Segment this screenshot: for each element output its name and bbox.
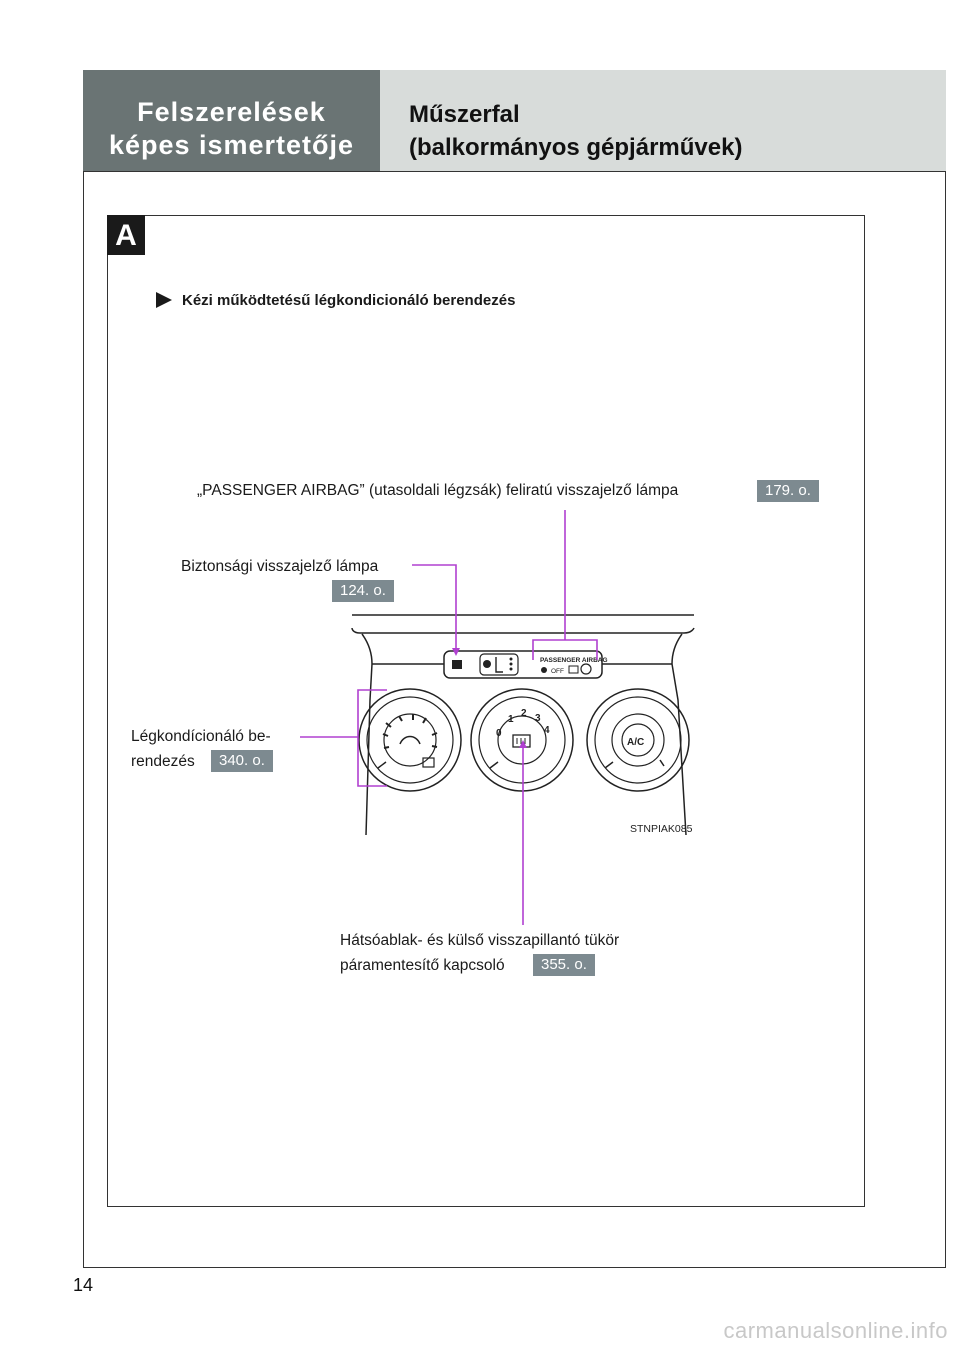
temperature-mode-knob <box>358 688 462 792</box>
airbag-indicator-icon <box>541 667 547 673</box>
panel-badge: A <box>107 215 145 255</box>
aircon-callout-line2: rendezés <box>131 753 195 770</box>
section-header: Felszerelések képes ismertetője <box>83 70 380 171</box>
security-page-ref[interactable]: 124. o. <box>332 580 394 602</box>
page-number: 14 <box>73 1275 94 1295</box>
ac-knob <box>586 688 690 792</box>
fan-speed-knob <box>470 688 574 792</box>
illustration-panel <box>107 215 865 1207</box>
fan-speed-2: 2 <box>521 708 527 719</box>
watermark: carmanualsonline.info <box>723 1318 948 1343</box>
diagram-code: STNPIAK085 <box>630 823 693 835</box>
aircon-callout-line1: Légkondícionáló be- <box>131 728 271 745</box>
defogger-callout-line2: páramentesítő kapcsoló <box>340 957 505 974</box>
fan-speed-0: 0 <box>496 728 502 739</box>
airbag-off-label: OFF <box>551 668 564 675</box>
triangle-bullet-icon <box>156 292 172 308</box>
airbag-page-ref[interactable]: 179. o. <box>757 480 819 502</box>
section-title-line1: Felszerelések <box>137 97 326 127</box>
page-title-line1: Műszerfal <box>409 101 520 128</box>
panel-subtitle: Kézi működtetésű légkondicionáló berende… <box>182 292 516 309</box>
security-indicator-icon <box>452 660 462 669</box>
page-title: Műszerfal (balkormányos gépjárművek) <box>380 70 946 171</box>
fan-speed-1: 1 <box>508 714 514 725</box>
defogger-page-ref[interactable]: 355. o. <box>533 954 595 976</box>
aircon-page-ref[interactable]: 340. o. <box>211 750 273 772</box>
fan-speed-4: 4 <box>544 725 550 736</box>
header-divider <box>83 171 946 172</box>
fan-speed-3: 3 <box>535 713 541 724</box>
airbag-indicator-label: PASSENGER AIRBAG <box>540 657 608 664</box>
security-callout-text: Biztonsági visszajelző lámpa <box>181 558 379 575</box>
defogger-callout-line1: Hátsóablak- és külső visszapillantó tükö… <box>340 932 620 949</box>
section-title-line2: képes ismertetője <box>108 130 355 160</box>
page-title-line2: (balkormányos gépjárművek) <box>409 134 743 161</box>
ac-button-label: A/C <box>627 737 644 748</box>
airbag-callout-text: „PASSENGER AIRBAG” (utasoldali légzsák) … <box>197 482 679 499</box>
